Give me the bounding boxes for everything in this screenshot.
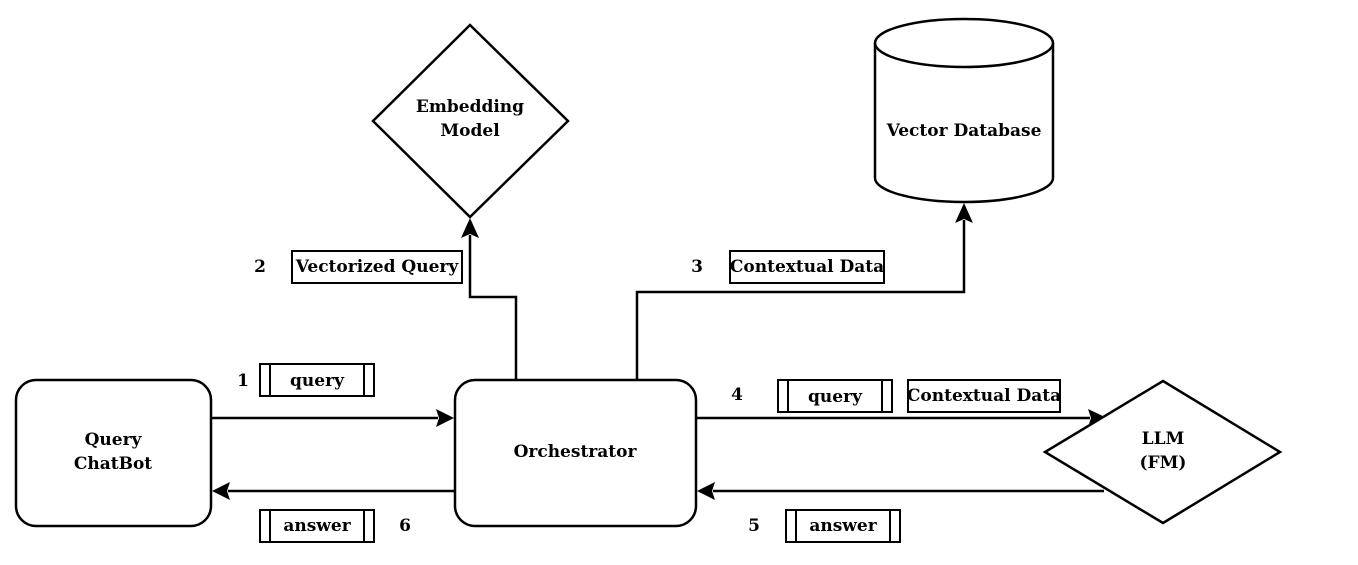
step-number: 3: [691, 257, 703, 277]
edge-orchestrator-to-vector-database: [635, 203, 973, 380]
step-3: 3 Contextual Data: [691, 250, 885, 284]
vector-database-label: Vector Database: [886, 121, 1042, 141]
step-6: 6 answer: [259, 509, 411, 543]
step-4: 4 query Contextual Data: [731, 379, 1061, 413]
llm-label-line2: (FM): [1140, 453, 1187, 473]
vector-database-node: Vector Database: [873, 17, 1055, 204]
message-box-vectorized-query: Vectorized Query: [291, 250, 463, 284]
message-label: Vectorized Query: [295, 257, 460, 277]
message-box-query: query: [259, 363, 375, 397]
step-number: 4: [731, 385, 743, 405]
step-1: 1 query: [237, 363, 375, 397]
edge-orchestrator-to-embedding-model: [461, 218, 518, 380]
embedding-model-label-line1: Embedding: [416, 97, 524, 117]
embedding-model-label-line2: Model: [440, 121, 500, 141]
step-5: 5 answer: [748, 509, 901, 543]
message-box-contextual-data: Contextual Data: [907, 379, 1061, 413]
step-number: 6: [399, 516, 411, 536]
edge-llm-to-orchestrator: [697, 482, 1104, 500]
message-box-contextual-data: Contextual Data: [729, 250, 885, 284]
step-number: 1: [237, 371, 249, 391]
query-chatbot-node: Query ChatBot: [14, 378, 213, 528]
message-label: answer: [283, 516, 351, 536]
step-number: 5: [748, 516, 760, 536]
message-label: query: [808, 387, 863, 407]
llm-node: LLM (FM): [1042, 379, 1283, 525]
step-number: 2: [254, 257, 266, 277]
orchestrator-label: Orchestrator: [514, 442, 638, 462]
embedding-model-node: Embedding Model: [371, 23, 570, 219]
llm-label-line1: LLM: [1142, 429, 1185, 449]
message-label: query: [290, 371, 345, 391]
query-chatbot-label-line2: ChatBot: [74, 454, 152, 474]
message-box-answer: answer: [259, 509, 375, 543]
edge-chatbot-to-orchestrator: [211, 409, 454, 427]
query-chatbot-label-line1: Query: [85, 430, 143, 450]
message-label: Contextual Data: [907, 386, 1061, 406]
message-box-answer: answer: [785, 509, 901, 543]
message-label: answer: [809, 516, 877, 536]
orchestrator-node: Orchestrator: [453, 378, 698, 528]
message-label: Contextual Data: [730, 257, 884, 277]
edge-orchestrator-to-chatbot: [212, 482, 455, 500]
step-2: 2 Vectorized Query: [254, 250, 463, 284]
message-box-query: query: [777, 379, 893, 413]
